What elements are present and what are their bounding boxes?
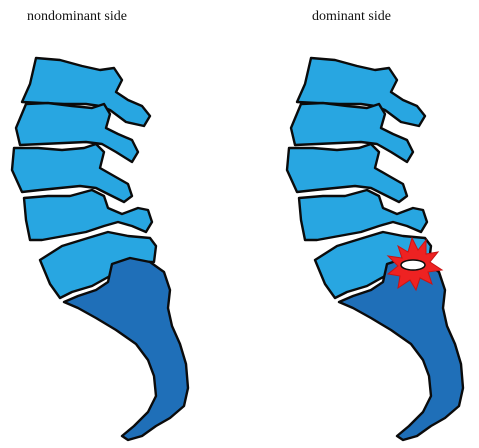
vertebra-l3 [12, 144, 132, 202]
vertebra-l4 [24, 190, 152, 240]
nondominant-spine [12, 58, 188, 440]
vertebra-l3 [287, 144, 407, 202]
vertebra-l4 [299, 190, 427, 240]
dominant-spine [287, 58, 463, 440]
